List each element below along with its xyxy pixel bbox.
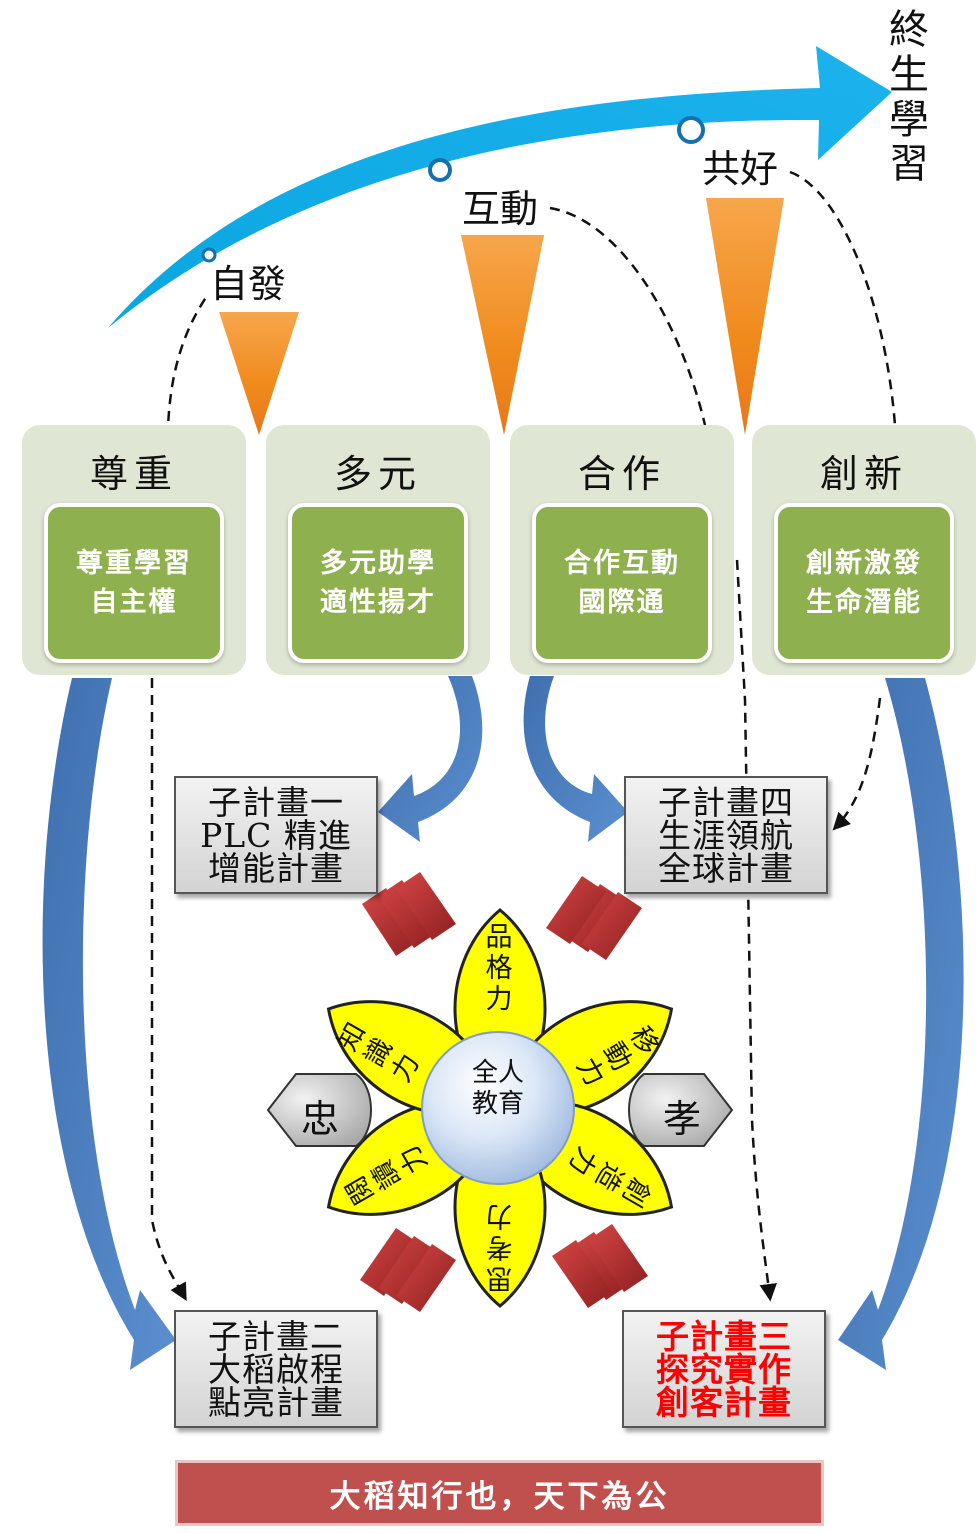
plan-line: 子計畫三 — [656, 1316, 792, 1356]
plan-box-two: 子計畫二 大稻啟程 點亮計畫 — [174, 1310, 378, 1428]
center-line: 教育 — [471, 1089, 524, 1120]
left-bead-label: 忠 — [300, 1097, 339, 1141]
lifelong-char: 學 — [889, 96, 929, 143]
plan-box-four: 子計畫四 生涯領航 全球計畫 — [624, 776, 828, 894]
value-line: 創新激發 — [806, 547, 922, 579]
center-line: 全人 — [471, 1058, 524, 1088]
petal-char: 考 — [485, 1231, 513, 1263]
chevrons-upper-right — [546, 876, 642, 960]
flower-center-circle — [421, 1031, 575, 1185]
value-line: 適性揚才 — [320, 587, 436, 618]
plan-box-three: 子計畫三 探究實作 創客計畫 — [622, 1310, 826, 1428]
value-card: 尊重學習 自主權 — [44, 503, 224, 663]
plan-line: 生涯領航 — [658, 815, 794, 855]
lifelong-arrow — [108, 46, 892, 328]
value-line: 尊重學習 — [76, 547, 192, 579]
plan-line: 創客計畫 — [656, 1382, 792, 1422]
plan-line: 子計畫一 — [208, 782, 344, 822]
value-line: 自主權 — [90, 587, 178, 618]
value-line: 合作互動 — [564, 547, 680, 579]
blue-curved-arrows — [42, 676, 964, 1370]
value-column-innovation: 創新 創新激發 生命潛能 — [752, 425, 976, 675]
plan-line: 子計畫二 — [208, 1316, 344, 1356]
plan-line: PLC 精進 — [200, 815, 352, 855]
value-title: 多元 — [333, 452, 422, 496]
plan-line: 子計畫四 — [658, 782, 794, 822]
stage-label-self: 自發 — [208, 262, 289, 306]
lifelong-learning-label: 終 生 學 習 — [884, 8, 934, 187]
petal-label-top: 品 格 力 — [482, 922, 516, 1015]
value-title: 尊重 — [89, 452, 178, 496]
stage-triangle-1 — [219, 312, 299, 435]
chevrons-lower-right — [552, 1224, 648, 1308]
plan-line: 點亮計畫 — [208, 1382, 344, 1422]
value-title: 合作 — [577, 452, 666, 496]
chevrons-lower-left — [360, 1228, 456, 1312]
lifelong-char: 終 — [889, 7, 929, 53]
lifelong-char: 生 — [889, 51, 929, 98]
value-line: 國際通 — [578, 587, 666, 618]
left-bead — [266, 1073, 372, 1147]
value-card: 多元助學 適性揚才 — [288, 503, 468, 663]
value-card: 創新激發 生命潛能 — [774, 503, 954, 663]
value-line: 生命潛能 — [806, 587, 922, 618]
stage-triangle-3 — [706, 198, 784, 435]
right-bead-label: 孝 — [662, 1097, 701, 1141]
petal-label-bottom: 思 考 力 — [482, 1200, 516, 1293]
value-line: 多元助學 — [320, 547, 436, 579]
plan-box-one: 子計畫一 PLC 精進 增能計畫 — [174, 776, 378, 894]
chevrons-upper-left — [362, 872, 456, 956]
stage-triangle-2 — [461, 235, 544, 435]
petal-char: 格 — [485, 953, 513, 985]
petal-char: 力 — [485, 984, 513, 1016]
value-column-cooperation: 合作 合作互動 國際通 — [510, 425, 734, 675]
plan-line: 大稻啟程 — [208, 1349, 344, 1389]
motto-banner: 大稻知行也，天下為公 — [178, 1463, 821, 1523]
value-column-diversity: 多元 多元助學 適性揚才 — [266, 425, 490, 675]
stage-dots — [201, 116, 705, 263]
stage-label-interaction: 互動 — [460, 187, 541, 231]
right-bead — [628, 1073, 734, 1147]
plan-line: 增能計畫 — [208, 848, 344, 888]
petal-char: 力 — [485, 1200, 513, 1232]
lifelong-char: 習 — [889, 141, 929, 188]
plan-line: 全球計畫 — [658, 848, 794, 888]
petal-char: 思 — [485, 1262, 513, 1294]
dashed-connectors — [150, 170, 897, 1302]
petal-char: 品 — [485, 922, 513, 953]
value-title: 創新 — [819, 452, 908, 496]
flower-center-label: 全人 教育 — [428, 1058, 568, 1120]
stage-label-common-good: 共好 — [700, 147, 781, 191]
plan-line: 探究實作 — [656, 1349, 792, 1389]
value-column-respect: 尊重 尊重學習 自主權 — [22, 425, 246, 675]
value-card: 合作互動 國際通 — [532, 503, 712, 663]
